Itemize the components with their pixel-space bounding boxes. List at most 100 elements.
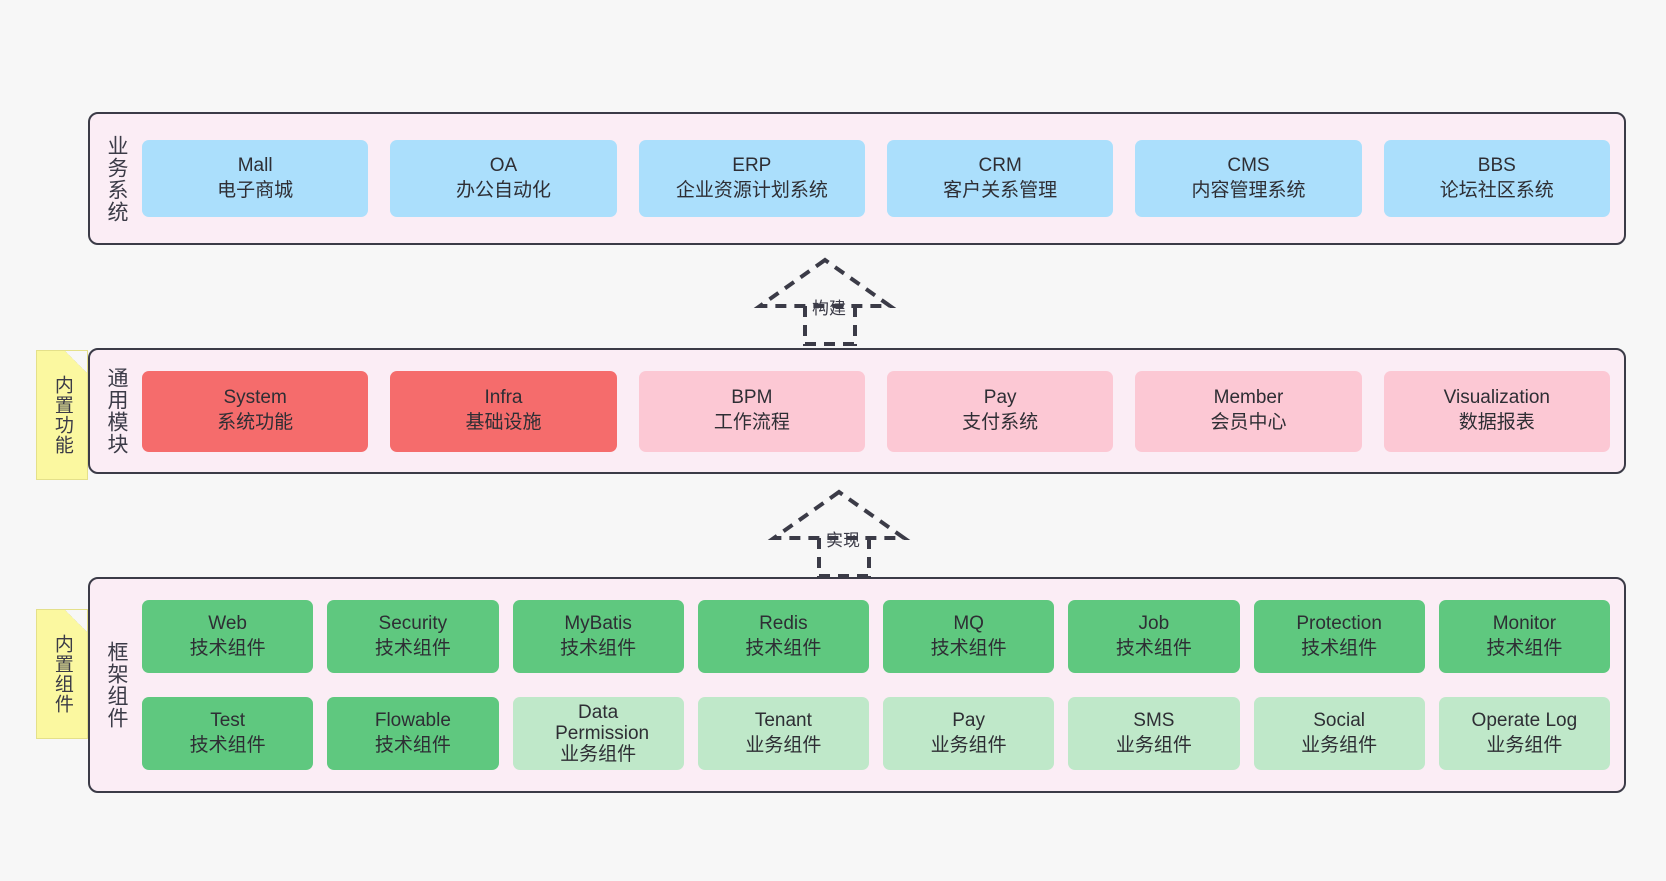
card-security[interactable]: Security 技术组件 — [327, 600, 499, 673]
card-subtitle: 办公自动化 — [455, 179, 551, 201]
card-subtitle: 基础设施 — [465, 412, 542, 433]
card-subtitle: 技术组件 — [560, 637, 637, 659]
card-subtitle: 论坛社区系统 — [1439, 179, 1554, 201]
card-title: CMS — [1227, 154, 1270, 176]
card-subtitle: 技术组件 — [189, 734, 266, 756]
card-title: Flowable — [374, 709, 451, 731]
card-title: Security — [378, 612, 448, 634]
layer-body-common-modules: System 系统功能 Infra 基础设施 BPM 工作流程 Pay 支付系统… — [142, 350, 1624, 472]
card-subtitle: 业务组件 — [1301, 734, 1378, 756]
note-label: 内置组件 — [51, 634, 73, 714]
card-row: Web 技术组件 Security 技术组件 MyBatis 技术组件 Redi… — [142, 600, 1610, 673]
card-subtitle: 业务组件 — [930, 734, 1007, 756]
card-title: Data Permission — [555, 701, 650, 744]
card-subtitle: 技术组件 — [374, 734, 451, 756]
card-subtitle: 技术组件 — [189, 637, 266, 659]
card-subtitle: 客户关系管理 — [943, 179, 1058, 201]
card-title: Infra — [484, 387, 523, 409]
layer-title-framework-components: 框架组件 — [104, 641, 128, 729]
card-subtitle: 业务组件 — [1115, 734, 1192, 756]
note-builtin-features: 内置功能 — [36, 350, 88, 480]
card-pay-business[interactable]: Pay 业务组件 — [883, 697, 1055, 770]
card-test[interactable]: Test 技术组件 — [142, 697, 314, 770]
card-title: Tenant — [754, 709, 812, 731]
note-builtin-components: 内置组件 — [36, 609, 88, 739]
layer-body-business-systems: Mall 电子商城 OA 办公自动化 ERP 企业资源计划系统 CRM 客户关系… — [142, 114, 1624, 243]
card-row: Mall 电子商城 OA 办公自动化 ERP 企业资源计划系统 CRM 客户关系… — [142, 140, 1610, 217]
card-title: CRM — [978, 154, 1022, 176]
card-subtitle: 技术组件 — [1115, 637, 1192, 659]
card-crm[interactable]: CRM 客户关系管理 — [886, 140, 1114, 217]
card-mq[interactable]: MQ 技术组件 — [883, 600, 1055, 673]
note-label: 内置功能 — [51, 375, 73, 455]
card-infra[interactable]: Infra 基础设施 — [390, 370, 617, 452]
layer-title-business-systems: 业务系统 — [104, 134, 128, 223]
card-operate-log[interactable]: Operate Log 业务组件 — [1438, 697, 1610, 770]
card-flowable[interactable]: Flowable 技术组件 — [327, 697, 499, 770]
card-monitor[interactable]: Monitor 技术组件 — [1438, 600, 1610, 673]
layer-business-systems: 业务系统 Mall 电子商城 OA 办公自动化 ERP 企业资源计划系统 CRM… — [88, 112, 1626, 245]
card-title: MyBatis — [564, 612, 632, 634]
card-subtitle: 业务组件 — [745, 734, 822, 756]
note-fold-highlight-icon — [65, 351, 87, 373]
card-title: Web — [208, 612, 247, 634]
connector-build: 构建 — [753, 257, 898, 346]
card-subtitle: 工作流程 — [713, 412, 790, 433]
card-row: Test 技术组件 Flowable 技术组件 Data Permission … — [142, 697, 1610, 770]
card-mall[interactable]: Mall 电子商城 — [142, 140, 369, 217]
card-job[interactable]: Job 技术组件 — [1068, 600, 1240, 673]
card-title: BBS — [1477, 154, 1516, 176]
card-bpm[interactable]: BPM 工作流程 — [638, 370, 865, 452]
card-title: OA — [489, 154, 518, 176]
card-subtitle: 企业资源计划系统 — [675, 179, 828, 201]
card-subtitle: 支付系统 — [962, 412, 1039, 433]
card-social[interactable]: Social 业务组件 — [1253, 697, 1425, 770]
card-subtitle: 电子商城 — [217, 179, 294, 201]
card-pay[interactable]: Pay 支付系统 — [886, 370, 1114, 452]
note-fold-highlight-icon — [65, 610, 87, 632]
card-title: Social — [1313, 709, 1365, 731]
card-system[interactable]: System 系统功能 — [142, 370, 369, 452]
card-subtitle: 业务组件 — [560, 744, 637, 766]
card-subtitle: 技术组件 — [745, 637, 822, 659]
card-cms[interactable]: CMS 内容管理系统 — [1135, 140, 1362, 217]
card-redis[interactable]: Redis 技术组件 — [697, 600, 869, 673]
card-bbs[interactable]: BBS 论坛社区系统 — [1383, 140, 1610, 217]
card-web[interactable]: Web 技术组件 — [142, 600, 314, 673]
card-subtitle: 技术组件 — [1486, 637, 1563, 659]
card-subtitle: 会员中心 — [1210, 412, 1287, 433]
connector-implement: 实现 — [767, 489, 912, 578]
card-title: MQ — [953, 612, 984, 634]
card-member[interactable]: Member 会员中心 — [1135, 370, 1362, 452]
card-subtitle: 技术组件 — [930, 637, 1007, 659]
card-title: Operate Log — [1471, 709, 1578, 731]
card-mybatis[interactable]: MyBatis 技术组件 — [512, 600, 684, 673]
connector-build-label: 构建 — [812, 299, 846, 318]
card-subtitle: 技术组件 — [374, 637, 451, 659]
card-data-permission[interactable]: Data Permission 业务组件 — [512, 697, 684, 770]
card-title: Test — [210, 709, 246, 731]
card-oa[interactable]: OA 办公自动化 — [390, 140, 617, 217]
card-title: Pay — [952, 709, 985, 731]
card-title: Redis — [759, 612, 808, 634]
layer-title-common-modules: 通用模块 — [104, 367, 128, 455]
card-subtitle: 技术组件 — [1301, 637, 1378, 659]
card-subtitle: 数据报表 — [1458, 412, 1535, 433]
layer-body-framework-components: Web 技术组件 Security 技术组件 MyBatis 技术组件 Redi… — [142, 579, 1624, 791]
card-visualization[interactable]: Visualization 数据报表 — [1383, 370, 1610, 452]
card-title: SMS — [1133, 709, 1175, 731]
card-erp[interactable]: ERP 企业资源计划系统 — [638, 140, 865, 217]
card-title: System — [223, 387, 287, 409]
card-sms[interactable]: SMS 业务组件 — [1068, 697, 1240, 770]
card-title: Monitor — [1492, 612, 1557, 634]
layer-framework-components: 框架组件 Web 技术组件 Security 技术组件 MyBatis 技术组件… — [88, 577, 1626, 793]
layer-common-modules: 通用模块 System 系统功能 Infra 基础设施 BPM 工作流程 Pay… — [88, 348, 1626, 474]
card-title: BPM — [731, 387, 773, 409]
card-protection[interactable]: Protection 技术组件 — [1253, 600, 1425, 673]
card-title: Member — [1213, 387, 1284, 409]
card-tenant[interactable]: Tenant 业务组件 — [697, 697, 869, 770]
card-row: System 系统功能 Infra 基础设施 BPM 工作流程 Pay 支付系统… — [142, 370, 1610, 452]
connector-implement-label: 实现 — [826, 531, 860, 550]
card-title: ERP — [732, 154, 772, 176]
card-title: Job — [1138, 612, 1170, 634]
